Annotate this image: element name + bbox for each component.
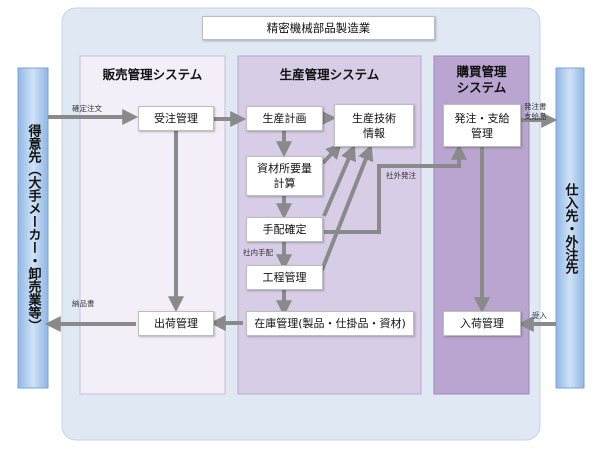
order-supply-box: 発注・支給 管理 (443, 104, 521, 147)
material-calc-box: 資材所要量 計算 (246, 156, 323, 196)
sales-system-title: 販売管理システム (102, 67, 203, 82)
production-system-title: 生産管理システム (279, 67, 380, 82)
supplier-bar (555, 67, 585, 389)
label-supply-goods: 支給品 (524, 112, 547, 121)
process-management-box: 工程管理 (246, 265, 323, 290)
diagram-title: 精密機械部品製造業 (202, 16, 435, 40)
arrow-process-to-tech (320, 144, 374, 271)
order-management-box: 受注管理 (138, 106, 214, 131)
purchase-system-title: 購買管理 システム (456, 64, 507, 95)
shipping-management-box: 出荷管理 (138, 311, 214, 336)
customer-bar (17, 67, 49, 389)
arrangement-box: 手配確定 (246, 217, 323, 242)
customer-label: 得意先（大手メーカー・卸売業等） (25, 124, 41, 332)
label-outsourced-order: 社外発注 (386, 171, 416, 180)
arrow-arrange-to-tech (322, 144, 356, 217)
tech-info-box: 生産技術 情報 (334, 104, 414, 147)
label-order-sheet: 発注書 (524, 102, 547, 111)
receiving-management-box: 入荷管理 (443, 311, 521, 336)
arrow-arrange-to-purchase-order (324, 143, 467, 234)
label-receiving: 受入 (532, 311, 547, 320)
label-confirmed-order: 確定注文 (72, 104, 102, 113)
label-internal-order: 社内手配 (243, 248, 273, 257)
inventory-management-box: 在庫管理(製品・仕掛品・資材) (246, 311, 414, 336)
label-delivery-note: 納品書 (72, 299, 95, 308)
production-plan-box: 生産計画 (246, 106, 323, 131)
supplier-label: 仕入先・外注先 (562, 182, 578, 274)
arrow-material-to-tech (321, 142, 342, 165)
